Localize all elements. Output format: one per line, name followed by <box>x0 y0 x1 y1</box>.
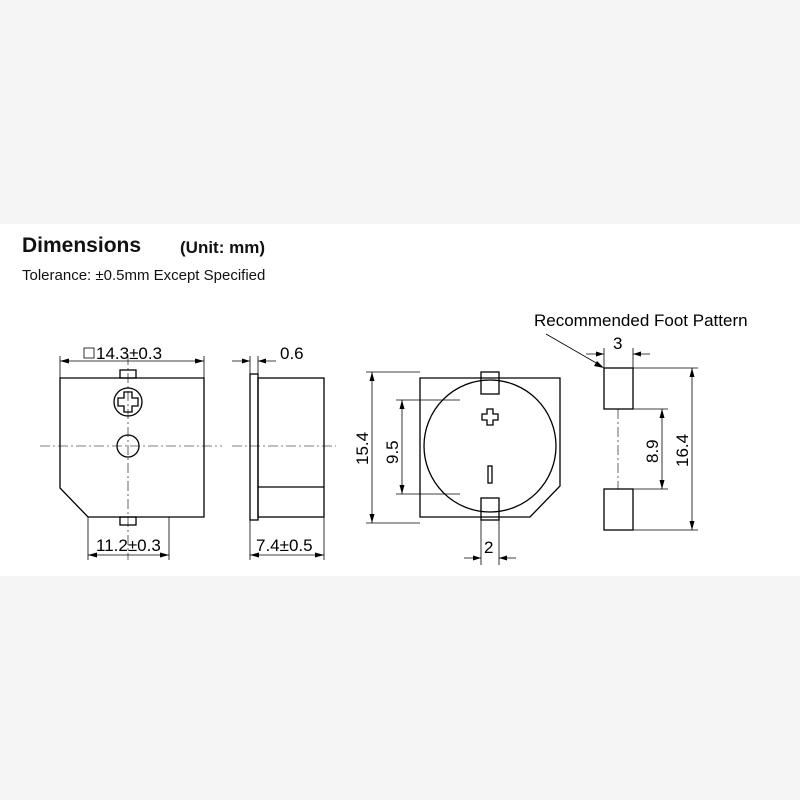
dim-back-height: 15.4 <box>353 432 372 465</box>
side-view: 0.6 7.4±0.5 <box>232 344 336 560</box>
minus-icon <box>487 465 493 484</box>
dim-side-thickness: 0.6 <box>280 344 304 363</box>
dim-bottom-width: 11.2±0.3 <box>96 536 161 555</box>
dim-pad-width: 3 <box>613 334 622 353</box>
tolerance-note: Tolerance: ±0.5mm Except Specified <box>22 267 266 284</box>
foot-pad-top <box>603 367 634 410</box>
dim-pad-gap: 8.9 <box>643 439 662 463</box>
square-symbol <box>83 347 95 359</box>
foot-pattern-label: Recommended Foot Pattern <box>534 311 748 330</box>
dim-back-inner: 9.5 <box>383 440 402 464</box>
dim-pad-total: 16.4 <box>673 434 692 467</box>
dim-top-width: 14.3±0.3 <box>96 344 162 363</box>
front-view: 14.3±0.3 11.2±0.3 <box>40 344 222 560</box>
foot-pattern: Recommended Foot Pattern 3 8.9 16.4 <box>534 311 748 531</box>
sound-hole <box>116 434 140 458</box>
dim-back-tab: 2 <box>484 538 493 557</box>
unit-label: (Unit: mm) <box>180 238 265 257</box>
back-view: 15.4 9.5 2 <box>353 371 561 565</box>
page-title: Dimensions <box>22 234 142 257</box>
dim-side-depth: 7.4±0.5 <box>256 536 313 555</box>
plus-icon <box>481 408 499 426</box>
foot-pad-bottom <box>603 488 634 531</box>
screw-icon <box>113 387 143 417</box>
